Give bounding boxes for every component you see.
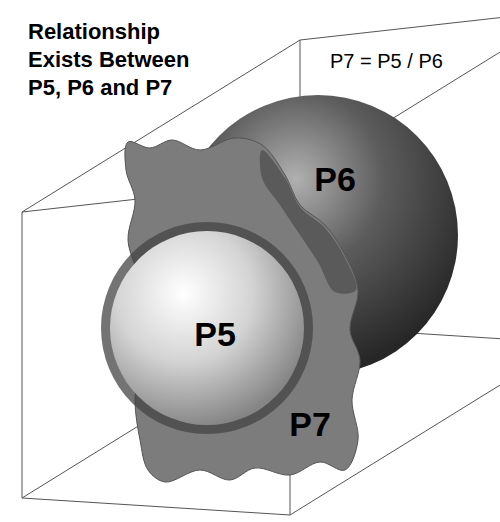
title-block: Relationship Exists Between P5, P6 and P…: [28, 18, 200, 102]
equation-block: P7 = P5 / P6: [330, 50, 443, 73]
title: Relationship Exists Between P5, P6 and P…: [28, 18, 200, 102]
box-edge: [22, 10, 500, 498]
sphere-body: [110, 231, 304, 425]
sphere-shadow: [101, 222, 313, 434]
node-label: P6: [314, 161, 356, 198]
node-label: P5: [194, 316, 236, 353]
box-edge: [22, 10, 500, 515]
light-sphere: P5: [100, 221, 314, 435]
node-label: P7: [289, 406, 331, 443]
equation-label: P7 = P5 / P6: [330, 50, 443, 73]
surface-band: [260, 150, 357, 294]
surface-body: [125, 138, 360, 482]
